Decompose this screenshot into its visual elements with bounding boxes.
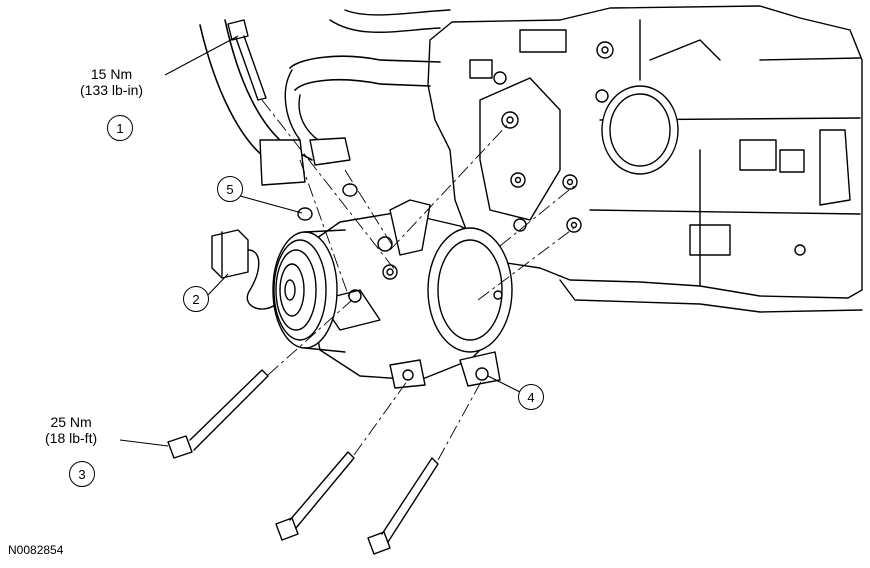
compressor-body [299,199,513,389]
clutch-pulley [272,229,346,353]
torque-spec-1: 15 Nm (133 lb-in) [80,66,143,98]
torque-spec-3-nm: 25 Nm [50,414,92,430]
callout-1: 1 [107,115,133,141]
figure-id: N0082854 [8,543,64,557]
refrigerant-hoses [199,9,451,186]
bolt-left [167,369,269,459]
callout-5: 5 [217,176,243,202]
torque-spec-3-imperial: (18 lb-ft) [45,430,98,446]
torque-spec-1-imperial: (133 lb-in) [80,82,144,98]
torque-spec-3: 25 Nm (18 lb-ft) [45,414,97,446]
bolt-bottom-1 [275,451,355,541]
callout-3: 3 [69,461,95,487]
bolt-bottom-2 [367,457,439,555]
callout-2: 2 [183,286,209,312]
torque-spec-1-nm: 15 Nm [90,66,133,82]
callout-4: 4 [518,384,544,410]
electrical-connector [211,229,276,310]
bolt-top [227,19,267,101]
engine-block [427,5,863,313]
